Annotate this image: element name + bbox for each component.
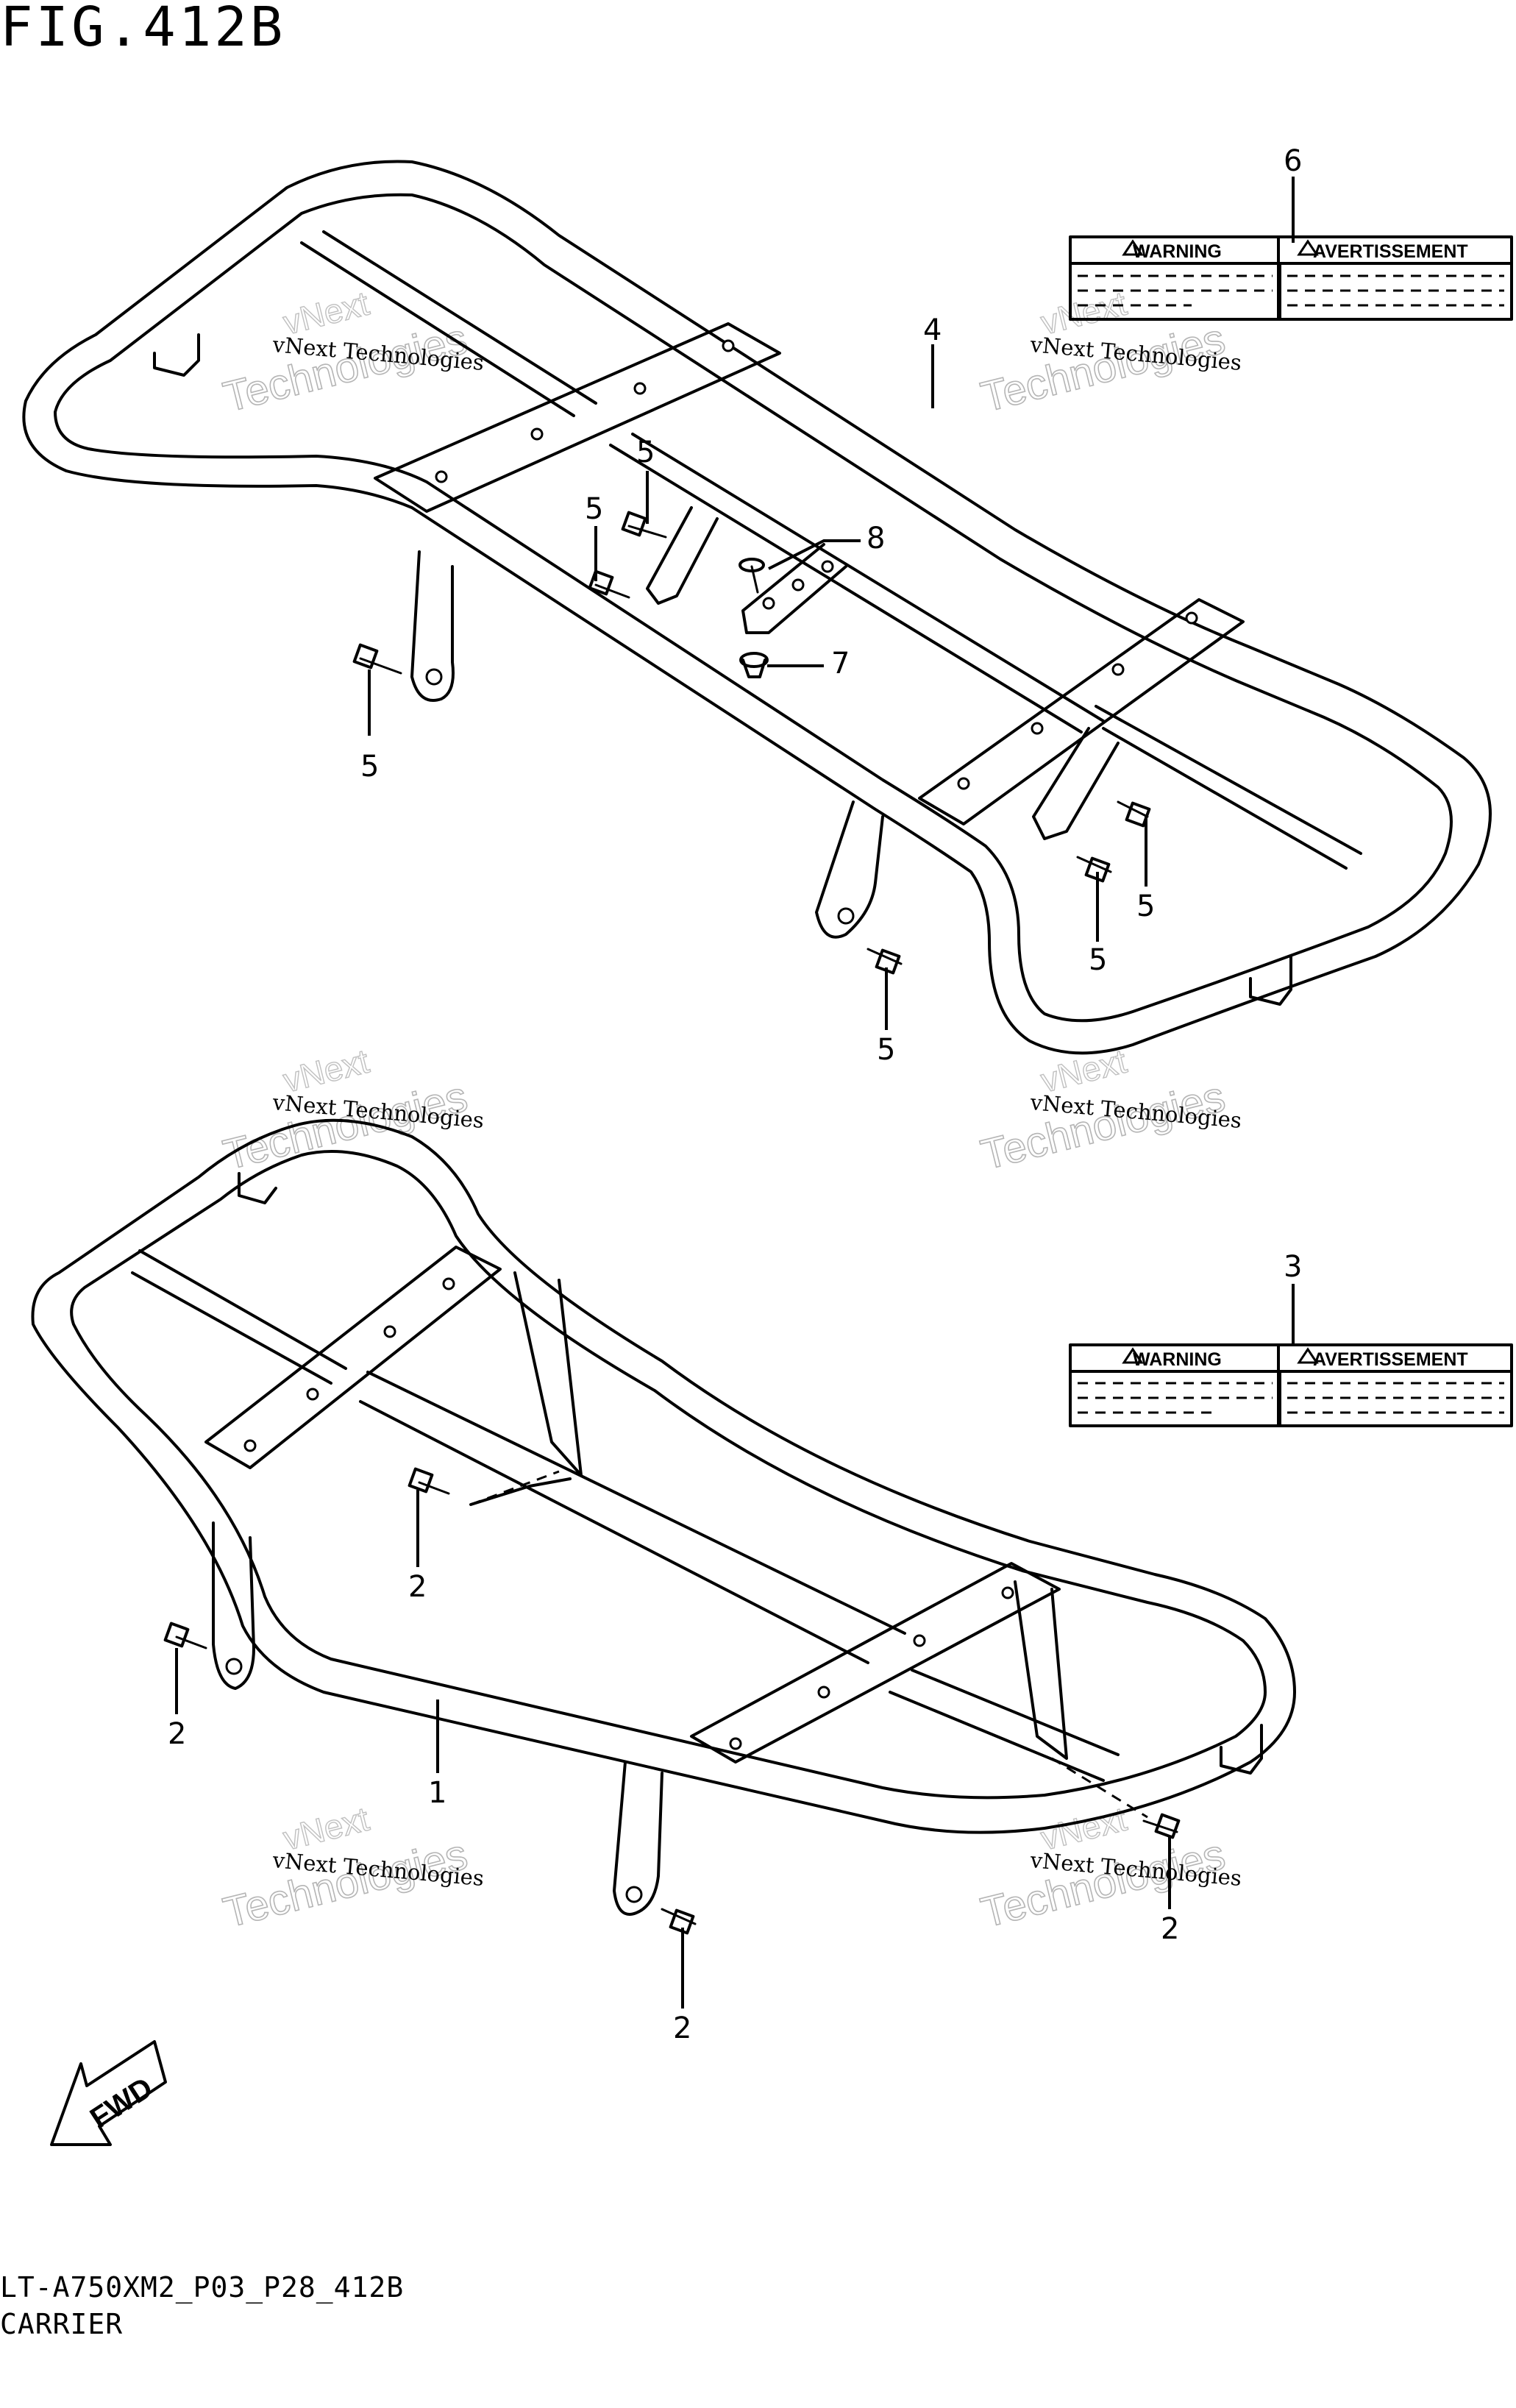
- bolt-2-d: [1142, 1813, 1181, 1839]
- callout-5-bottom: 5: [877, 1033, 895, 1067]
- callout-2-center: 2: [408, 1570, 427, 1604]
- figure-title: FIG.412B: [0, 0, 285, 59]
- callout-2-bottom: 2: [673, 2011, 691, 2045]
- section-name: CARRIER: [0, 2308, 123, 2340]
- callout-5-mid: 5: [585, 492, 603, 526]
- watermark-bottom-right: vNext Technologies vNext Technologies: [976, 1799, 1243, 1937]
- watermark-top-left: vNext Technologies vNext Technologies: [218, 283, 485, 422]
- callout-5-left: 5: [360, 750, 379, 784]
- callout-5-right-b: 5: [1089, 943, 1107, 977]
- callout-5-right-a: 5: [1136, 889, 1155, 923]
- callout-3: 3: [1284, 1250, 1302, 1284]
- bolt-5-b: [621, 511, 667, 539]
- bolt-2-a: [408, 1467, 450, 1495]
- label-3-warning-heading: WARNING: [1133, 1349, 1222, 1370]
- label-6-warning-heading: WARNING: [1133, 241, 1222, 262]
- callout-7: 7: [831, 647, 850, 681]
- callout-1: 1: [428, 1776, 446, 1810]
- callout-8: 8: [866, 522, 885, 555]
- fwd-direction-marker: FWD: [50, 2040, 167, 2146]
- screw-8: [739, 558, 765, 594]
- bolt-5-a: [352, 643, 402, 675]
- callout-2-right: 2: [1161, 1912, 1179, 1946]
- rear-carrier-assembly: [22, 160, 1492, 1055]
- washer-7: [739, 652, 769, 678]
- watermark-middle-right: vNext Technologies vNext Technologies: [976, 1041, 1243, 1179]
- warning-label-3: WARNING AVERTISSEMENT: [1069, 1343, 1513, 1427]
- watermark-top-right: vNext Technologies vNext Technologies: [976, 283, 1243, 422]
- model-code: LT-A750XM2_P03_P28_412B: [0, 2271, 404, 2304]
- bolt-5-c: [588, 569, 630, 599]
- bolt-2-b: [163, 1622, 207, 1649]
- watermark-middle-left: vNext Technologies vNext Technologies: [218, 1041, 485, 1179]
- bolt-2-c: [661, 1908, 697, 1935]
- label-6-avertissement-heading: AVERTISSEMENT: [1313, 241, 1468, 262]
- callout-6: 6: [1284, 144, 1302, 178]
- bolt-5-e: [1076, 856, 1112, 883]
- label-3-avertissement-heading: AVERTISSEMENT: [1313, 1349, 1468, 1370]
- front-carrier-assembly: [31, 1118, 1296, 2009]
- callout-4: 4: [923, 313, 942, 347]
- watermark-bottom-left: vNext Technologies vNext Technologies: [218, 1799, 485, 1937]
- warning-label-6: WARNING AVERTISSEMENT: [1069, 235, 1513, 321]
- bolt-5-f: [866, 948, 903, 975]
- callout-5-upper: 5: [636, 436, 655, 469]
- callout-2-left: 2: [168, 1717, 186, 1751]
